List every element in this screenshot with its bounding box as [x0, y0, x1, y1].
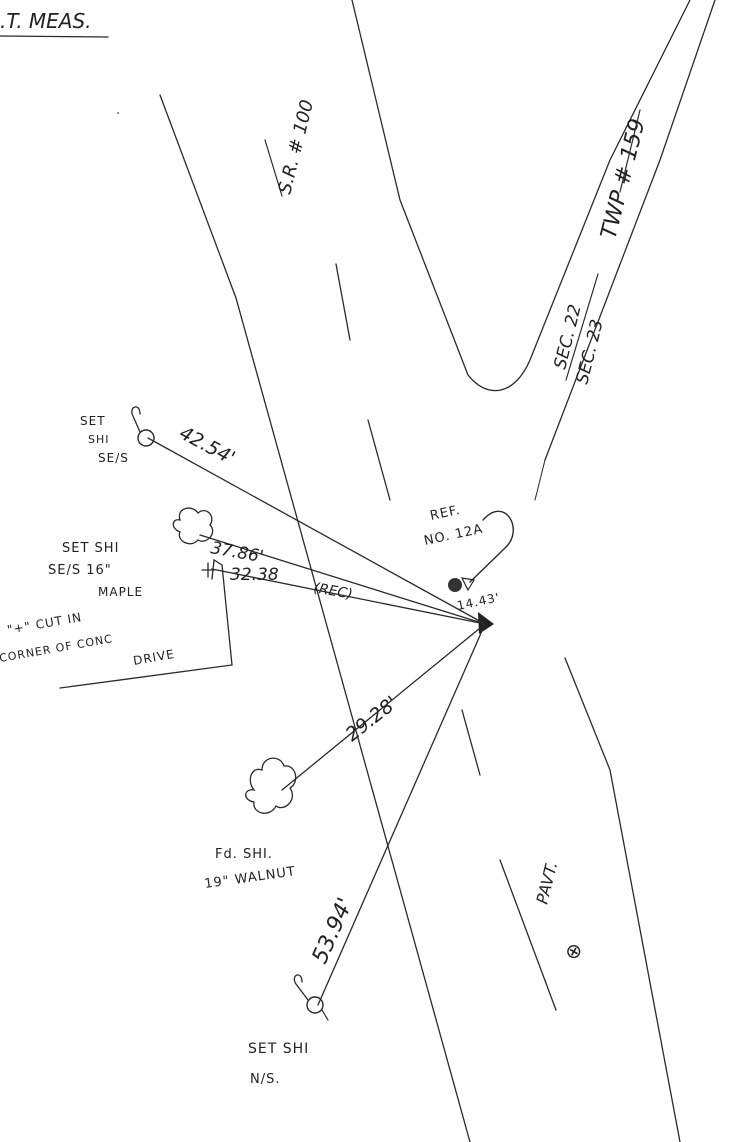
- tie1-label-line3: SE/S: [98, 451, 129, 465]
- ref-arrowhead: [460, 577, 475, 592]
- centerline-symbol: ⊕: [559, 938, 588, 965]
- header-underline: [0, 35, 109, 38]
- tie-line-37.86: [199, 534, 486, 625]
- pin-flag-icon: [131, 406, 141, 433]
- centerline-label: PAVT.: [532, 860, 561, 906]
- ref-label-line2: NO. 12A: [423, 522, 485, 549]
- walnut-tree-icon: [245, 757, 297, 814]
- sr100-east-edge-loop: [351, 0, 691, 392]
- ref-monument: [448, 578, 462, 592]
- centerline-dash: [335, 263, 351, 341]
- sr100-underline: [264, 139, 283, 197]
- section-divider-line: [565, 273, 599, 381]
- tie5-label-line2: N/S.: [250, 1072, 281, 1087]
- tie-line-32.38: [211, 568, 486, 625]
- tie3-label-line3: DRIVE: [132, 647, 176, 668]
- road-south-east-edge: [564, 657, 681, 1142]
- pin-tick: [321, 1009, 329, 1021]
- twp159-edge: [544, 0, 716, 461]
- centerline-dash: [499, 859, 557, 1011]
- tie4-distance: 29.28': [342, 692, 403, 746]
- ref-arrow: [469, 510, 514, 583]
- tie2-label-line3: MAPLE: [98, 585, 143, 599]
- header-text: .T. MEAS.: [0, 9, 92, 33]
- twp159-underline: [619, 109, 641, 193]
- ref-label-line1: REF.: [429, 503, 462, 524]
- tie1-label-line2: SHI: [88, 433, 110, 446]
- tie-line-42.54: [147, 437, 486, 625]
- tie3-distance: 32.38: [230, 565, 279, 585]
- centerline-dash: [461, 709, 481, 776]
- tie2-label-line2: SE/S 16": [48, 563, 112, 578]
- centerline-dash: [367, 419, 391, 501]
- tie-line-53.94: [317, 623, 486, 1006]
- conc-drive-outline: [59, 558, 233, 689]
- pin-monument-icon: [306, 996, 324, 1014]
- maple-tree-icon: [172, 507, 214, 545]
- tie-line-29.28: [281, 623, 486, 791]
- station-point: [478, 612, 494, 634]
- tie4-label-line1: Fd. SHI.: [215, 847, 273, 862]
- sr100-label: S.R. # 100: [274, 98, 318, 196]
- tie3-label-line1: "+" CUT IN: [6, 610, 83, 637]
- tie2-label-line1: SET SHI: [62, 541, 119, 556]
- tie1-label-line1: SET: [80, 414, 106, 428]
- ref-distance: 14.43': [456, 590, 502, 613]
- tie3-note: (REC): [312, 580, 353, 603]
- tie3-label-line2: CORNER OF CONC: [0, 632, 114, 665]
- tie1-distance: 42.54': [176, 422, 239, 469]
- tie5-label-line1: SET SHI: [248, 1041, 309, 1057]
- tie4-label-line2: 19" WALNUT: [203, 864, 296, 892]
- road-edge-fragment: [534, 459, 546, 501]
- sr100-west-edge: [159, 94, 471, 1142]
- pin-flag-icon: [293, 974, 309, 1001]
- ink-dot: [117, 112, 119, 114]
- pin-monument-icon: [137, 429, 155, 447]
